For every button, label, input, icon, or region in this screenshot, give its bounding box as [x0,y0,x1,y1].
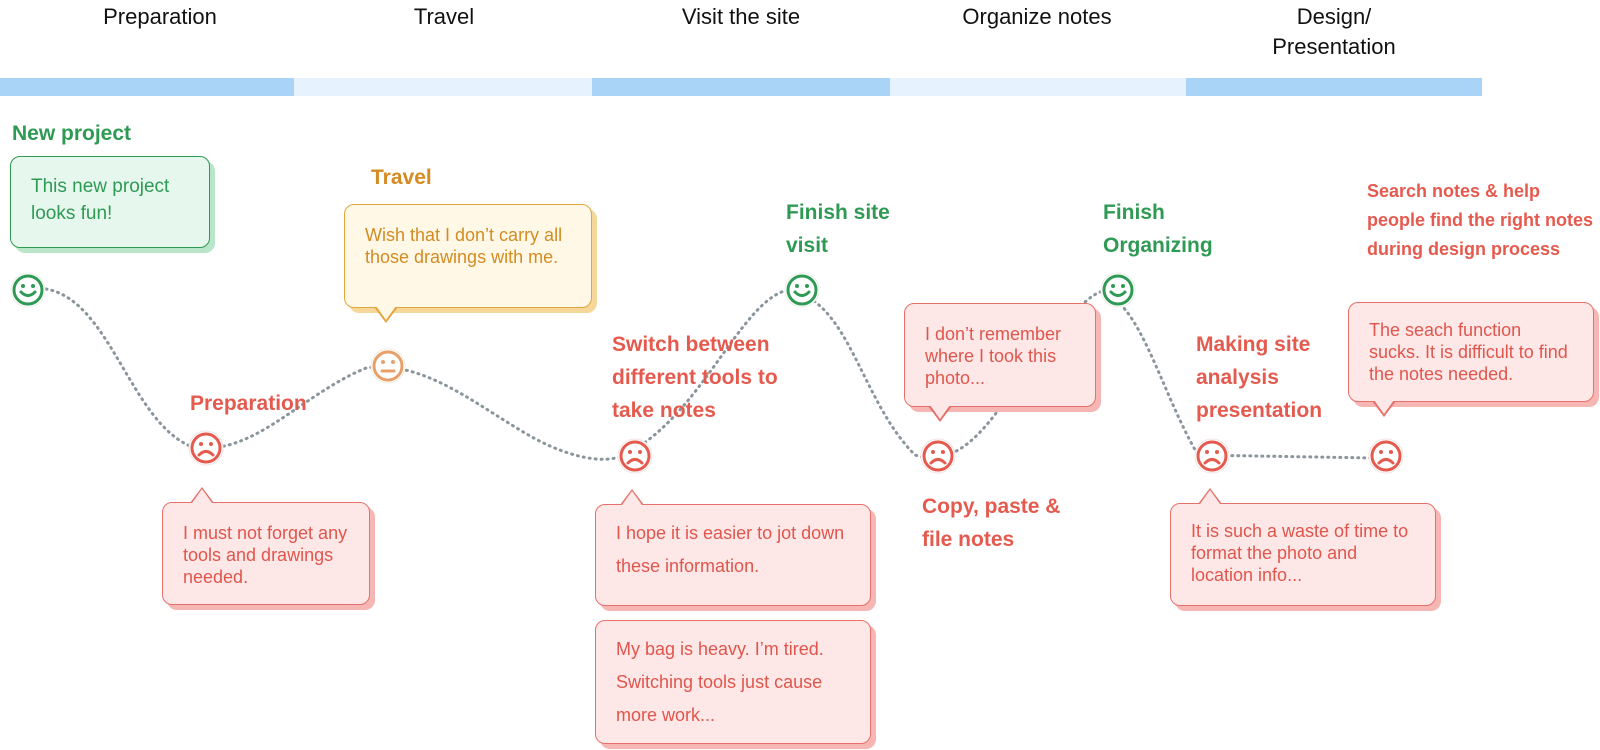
step-label-preparation: Preparation [190,392,307,415]
step-label-copy-paste-file-notes: Copy, paste & file notes [922,495,1061,551]
phase-header-organize-notes: Organize notes [962,4,1112,29]
thought-bubble-switch-tools: I hope it is easier to jot down these in… [595,504,871,606]
sad-face-icon [617,438,653,474]
happy-face-icon [1100,272,1136,308]
thought-bubble-search-notes: The seach function sucks. It is difficul… [1348,302,1594,402]
step-label-travel: Travel [371,166,432,189]
thought-bubble-new-project: This new project looks fun! [10,156,210,248]
happy-face-icon [784,272,820,308]
step-label-switch-tools: Switch between different tools to take n… [612,333,778,422]
step-label-making-presentation: Making site analysis presentation [1196,333,1323,422]
sad-face-icon [1368,438,1404,474]
neutral-face-icon [370,348,406,384]
phase-bar-organize-notes [890,78,1186,96]
step-label-new-project: New project [12,122,132,145]
bubble-tail [620,489,644,505]
sad-face-icon [920,438,956,474]
thought-bubble-making-presentation: It is such a waste of time to format the… [1170,503,1436,606]
happy-face-icon [10,272,46,308]
bubble-tail [928,405,952,422]
phase-header-travel: Travel [413,4,475,29]
sad-face-icon [1194,438,1230,474]
phase-header-preparation: Preparation [103,4,217,29]
phase-header-visit-the-site: Visit the site [681,4,801,29]
bubble-tail [1198,488,1222,504]
thought-bubble-heavy-bag: My bag is heavy. I’m tired. Switching to… [595,620,871,744]
thought-bubble-travel: Wish that I don’t carry all those drawin… [344,204,592,308]
bubble-tail [190,487,214,503]
thought-bubble-copy-paste: I don’t remember where I took this photo… [904,303,1096,407]
phase-bar-preparation [0,78,294,96]
step-label-finish-site-visit: Finish site visit [786,201,890,257]
phase-bar-travel [294,78,592,96]
phase-bar-visit-the-site [592,78,890,96]
step-label-finish-organizing: Finish Organizing [1103,201,1213,257]
thought-bubble-preparation: I must not forget any tools and drawings… [162,502,370,605]
phase-header-design-presentation: Design/ Presentation [1272,4,1396,59]
phase-bar-design-presentation [1186,78,1482,96]
sad-face-icon [188,430,224,466]
step-label-search-notes: Search notes & help people find the righ… [1367,181,1593,259]
bubble-tail [1372,400,1396,417]
bubble-tail [374,306,398,323]
